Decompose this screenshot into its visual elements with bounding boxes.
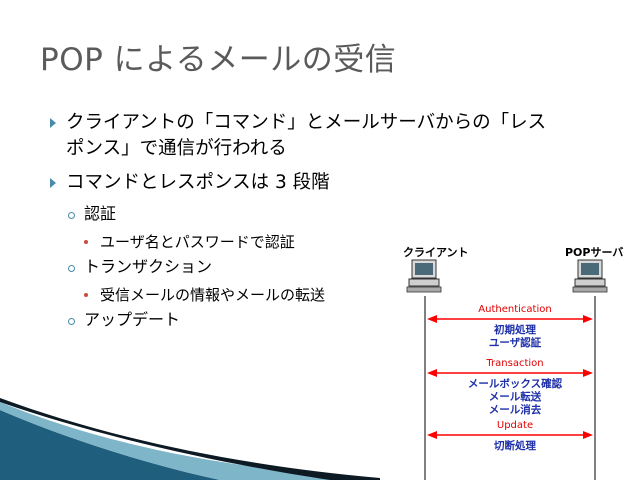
sub-bullet-update: アップデート [84, 310, 181, 329]
phase-transaction-label: Transaction [486, 358, 544, 369]
phase-authentication-label: Authentication [478, 304, 552, 315]
update-step-1: 切断処理 [494, 440, 536, 452]
client-label: クライアント [403, 246, 469, 259]
detail-transaction: 受信メールの情報やメールの転送 [100, 286, 326, 304]
detail-bullet-dot-icon [84, 240, 88, 244]
sub-bullet-transaction: トランザクション [84, 257, 213, 276]
bullet-1-line-2: ポンス」で通信が行われる [66, 138, 287, 159]
bullet-1-line-1: クライアントの「コマンド」とメールサーバからの「レス [66, 112, 547, 133]
bullet-arrow-icon [50, 118, 56, 128]
sequence-lines [406, 259, 608, 480]
sub-bullet-circle-icon [68, 318, 75, 325]
decorative-swoosh [0, 398, 380, 480]
server-computer-icon [572, 259, 608, 293]
sub-bullet-circle-icon [68, 212, 75, 219]
server-label: POPサーバ [565, 246, 624, 259]
sub-bullet-auth: 認証 [84, 204, 117, 223]
auth-step-1: 初期処理 [494, 324, 536, 336]
phase-update-label: Update [496, 420, 534, 431]
bullet-2: コマンドとレスポンスは 3 段階 [66, 172, 330, 193]
sub-bullet-circle-icon [68, 265, 75, 272]
transaction-step-3: メール消去 [488, 404, 542, 416]
detail-auth: ユーザ名とパスワードで認証 [100, 233, 295, 251]
client-computer-icon [406, 259, 442, 293]
slide-title: POP によるメールの受信 [40, 42, 397, 78]
pop-sequence-diagram: クライアント POPサーバ Authentication 初期処理 ユーザ認証 … [395, 240, 625, 480]
detail-bullet-dot-icon [84, 293, 88, 297]
bullet-arrow-icon [50, 178, 56, 188]
transaction-step-1: メールボックス確認 [467, 378, 563, 390]
transaction-step-2: メール転送 [488, 391, 542, 403]
auth-step-2: ユーザ認証 [488, 337, 542, 349]
